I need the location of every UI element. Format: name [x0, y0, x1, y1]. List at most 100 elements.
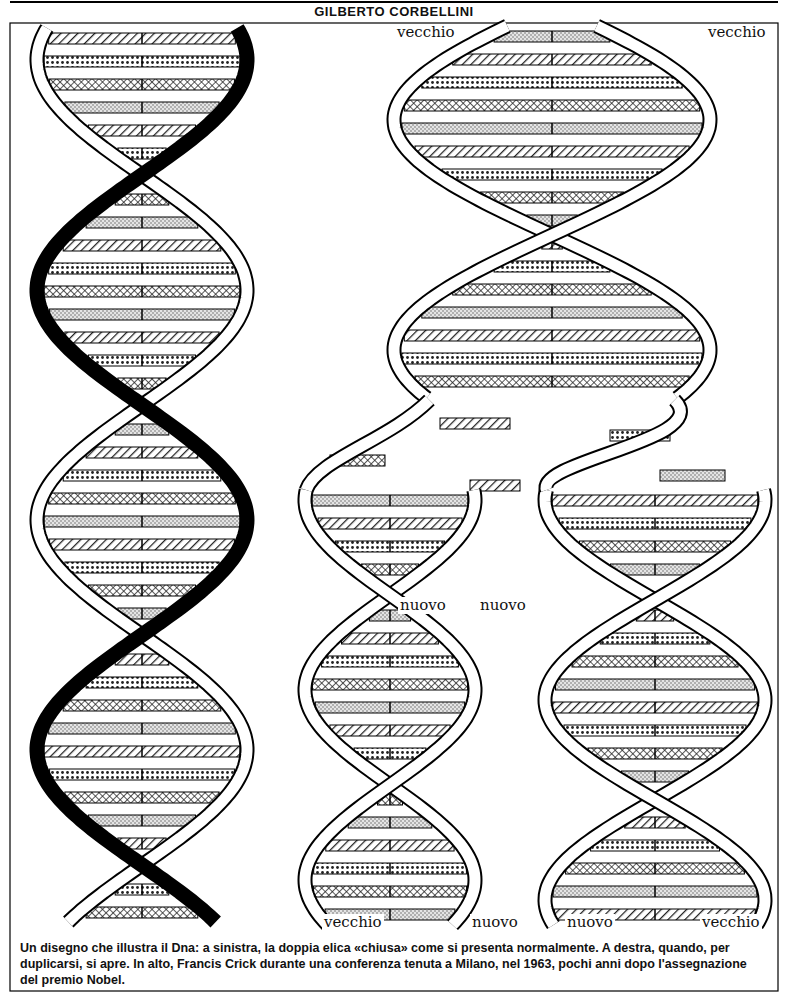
- pair-bond: [551, 353, 553, 364]
- pair-bond: [141, 102, 143, 113]
- pair-bond: [551, 307, 553, 318]
- strand-outline: [37, 28, 247, 922]
- base-pair: [65, 562, 219, 573]
- pair-bond: [389, 679, 391, 690]
- strand-ribbon: [306, 400, 429, 490]
- base-pair: [312, 495, 468, 506]
- base-pair: [49, 33, 236, 44]
- pair-bond: [141, 125, 143, 136]
- pair-bond: [654, 817, 656, 828]
- pair-bond: [551, 169, 553, 180]
- pair-bond: [654, 840, 656, 851]
- pair-bond: [551, 146, 553, 157]
- pair-bond: [551, 123, 553, 134]
- strand-outline: [545, 490, 765, 925]
- strand-ribbon: [546, 400, 680, 490]
- base-pair: [402, 353, 702, 364]
- pair-bond: [551, 330, 553, 341]
- base-pair: [453, 284, 652, 295]
- base-pair: [442, 169, 662, 180]
- pair-bond: [389, 495, 391, 506]
- pair-bond: [654, 656, 656, 667]
- pair-bond: [141, 608, 143, 619]
- base-pair: [49, 493, 236, 504]
- pair-bond: [389, 518, 391, 529]
- pair-bond: [141, 447, 143, 458]
- base-pair: [88, 355, 195, 366]
- base-pair: [553, 886, 757, 897]
- base-pair: [553, 702, 758, 713]
- strand-label: vecchio: [700, 914, 762, 931]
- strand-ribbon: [545, 490, 765, 925]
- base-pair: [44, 516, 240, 527]
- strand-outline: [305, 490, 475, 925]
- base-pair: [591, 840, 720, 851]
- base-pair: [556, 679, 755, 690]
- pair-bond: [551, 376, 553, 387]
- pair-bond: [389, 610, 391, 621]
- base-pair: [404, 330, 699, 341]
- base-pair: [402, 123, 702, 134]
- strand-outline: [37, 28, 247, 922]
- pair-bond: [141, 240, 143, 251]
- byline-heading: GILBERTO CORBELLINI: [0, 4, 788, 20]
- pair-bond: [551, 261, 553, 272]
- strand-label: nuovo: [398, 597, 448, 614]
- pair-bond: [389, 840, 391, 851]
- base-pair: [86, 907, 198, 918]
- base-pair: [44, 746, 240, 757]
- base-pair: [65, 332, 219, 343]
- base-pair: [50, 79, 235, 90]
- pair-bond: [654, 909, 656, 920]
- pair-bond: [551, 192, 553, 203]
- pair-bond: [141, 539, 143, 550]
- pair-bond: [141, 562, 143, 573]
- pair-bond: [654, 495, 656, 506]
- pair-bond: [141, 217, 143, 228]
- pair-bond: [141, 148, 143, 159]
- base-pair: [564, 725, 746, 736]
- pair-bond: [141, 56, 143, 67]
- base-pair: [348, 817, 432, 828]
- pair-bond: [141, 700, 143, 711]
- pair-bond: [141, 79, 143, 90]
- pair-bond: [141, 309, 143, 320]
- pair-bond: [141, 815, 143, 826]
- base-pair: [572, 656, 738, 667]
- pair-bond: [141, 654, 143, 665]
- base-pair: [335, 541, 444, 552]
- pair-bond: [389, 656, 391, 667]
- pair-bond: [654, 725, 656, 736]
- base-pair: [552, 495, 758, 506]
- strand-ribbon: [305, 490, 475, 925]
- pair-bond: [551, 77, 553, 88]
- base-pair: [415, 376, 689, 387]
- base-pair: [453, 54, 652, 65]
- strand-outline: [545, 490, 765, 925]
- pair-bond: [141, 723, 143, 734]
- pair-bond: [654, 518, 656, 529]
- strand-outline: [394, 26, 710, 398]
- pair-bond: [389, 564, 391, 575]
- pair-bond: [389, 702, 391, 713]
- pair-bond: [551, 215, 553, 226]
- strand-label: vecchio: [322, 914, 384, 931]
- base-pair: [65, 102, 219, 113]
- pair-bond: [551, 54, 553, 65]
- base-pair: [415, 146, 689, 157]
- pair-bond: [389, 886, 391, 897]
- pair-bond: [141, 677, 143, 688]
- base-pair: [600, 633, 710, 644]
- strand-ribbon: [305, 490, 475, 925]
- strand-label: nuovo: [565, 914, 615, 931]
- base-pair: [404, 100, 699, 111]
- pair-bond: [389, 725, 391, 736]
- base-pair: [494, 261, 610, 272]
- pair-bond: [389, 909, 391, 920]
- strand-ribbon: [394, 26, 710, 398]
- base-pair: [354, 748, 426, 759]
- base-pair: [322, 656, 459, 667]
- base-pair: [312, 679, 467, 690]
- pair-bond: [141, 263, 143, 274]
- base-pair: [313, 886, 466, 897]
